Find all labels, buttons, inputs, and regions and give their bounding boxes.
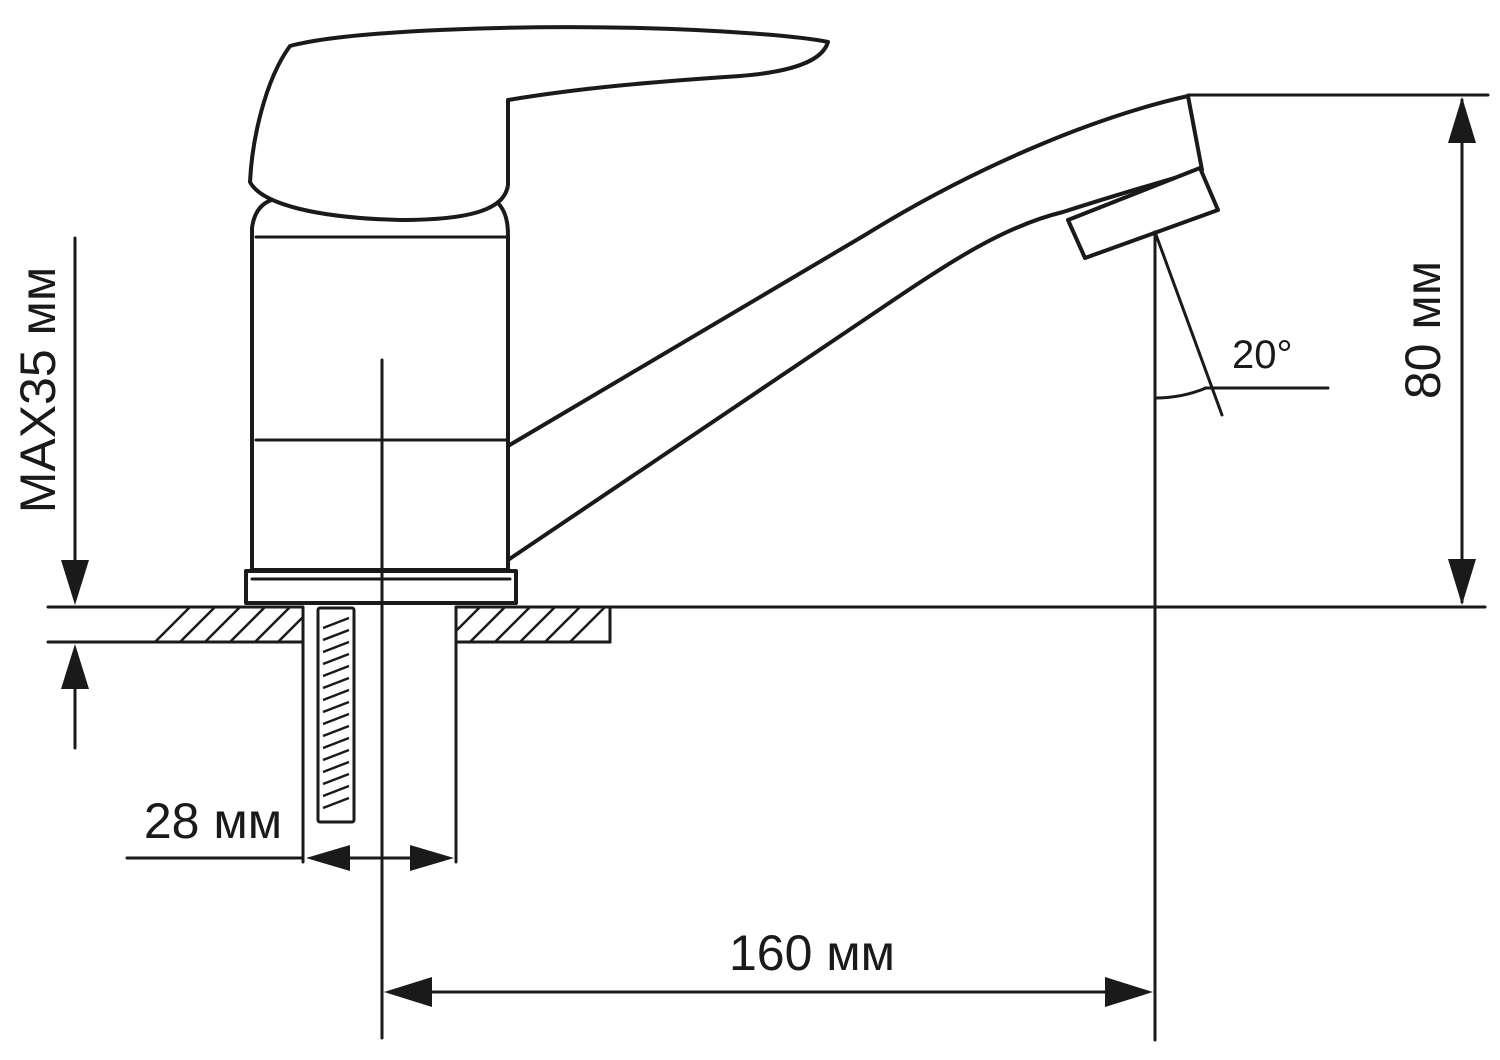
stud-outline xyxy=(316,606,356,824)
thickness-arrow-up xyxy=(61,644,89,689)
hole-label: 28 мм xyxy=(144,793,282,849)
reach-label: 160 мм xyxy=(729,925,895,981)
angle-arc xyxy=(1153,386,1208,400)
thickness-label: MAX35 мм xyxy=(10,267,66,514)
lever-handle[interactable] xyxy=(248,25,830,222)
reach-arrow-left xyxy=(384,977,432,1007)
thickness-arrow-down xyxy=(61,560,89,605)
height-label: 80 мм xyxy=(1395,261,1451,399)
reach-arrow-right xyxy=(1105,977,1153,1007)
angle-ray xyxy=(1153,230,1224,417)
threaded-stud xyxy=(316,606,356,824)
body-cylinder xyxy=(250,194,510,572)
angle-label: 20° xyxy=(1232,333,1293,377)
spout-body xyxy=(506,94,1204,562)
hole-diameter-dimension: 28 мм xyxy=(125,793,454,871)
reach-dimension: 160 мм xyxy=(384,925,1153,1007)
aerator-angle-dimension: 20° xyxy=(1153,230,1330,417)
spout xyxy=(506,94,1220,562)
height-arrow-bottom xyxy=(1448,559,1476,605)
aerator xyxy=(1066,166,1220,260)
stud-thread xyxy=(322,616,350,810)
hole-arrow-left xyxy=(306,845,350,871)
hole-arrow-right xyxy=(410,845,454,871)
counter-thickness-dimension: MAX35 мм xyxy=(10,236,89,750)
height-arrow-top xyxy=(1448,97,1476,143)
faucet-body xyxy=(244,25,830,605)
height-dimension: 80 мм xyxy=(1186,93,1490,605)
countertop-hatching xyxy=(154,606,606,643)
countertop xyxy=(46,605,1487,864)
